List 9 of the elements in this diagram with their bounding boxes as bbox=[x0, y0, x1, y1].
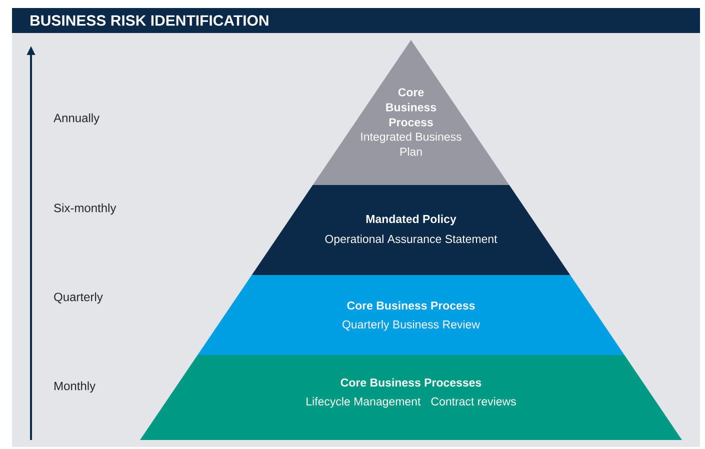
pyramid-layer: Core Business Process Integrated Business Plan bbox=[312, 40, 510, 185]
pyramid-layer: Core Business Process Quarterly Business Review bbox=[198, 275, 624, 355]
title-bar: BUSINESS RISK IDENTIFICATION bbox=[12, 8, 700, 33]
pyramid-layer: Mandated Policy Operational Assurance Statement bbox=[252, 185, 570, 275]
frequency-label: Six-monthly bbox=[54, 203, 116, 215]
pyramid-layer: Core Business Processes Lifecycle Management Contract reviews bbox=[140, 355, 682, 440]
frequency-label: Quarterly bbox=[54, 292, 103, 304]
frequency-label: Annually bbox=[54, 113, 100, 125]
frequency-label: Monthly bbox=[54, 381, 96, 393]
